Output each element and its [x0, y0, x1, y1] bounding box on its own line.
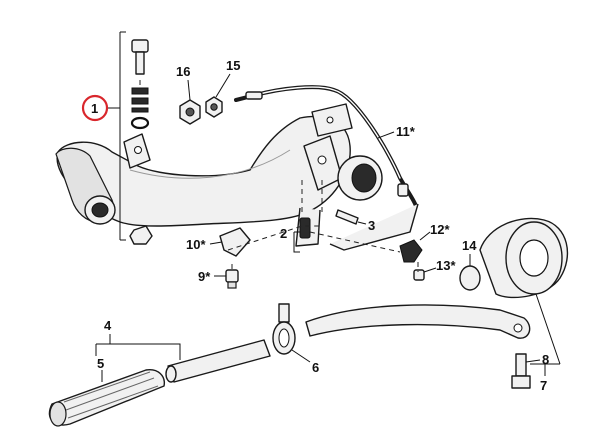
- bracket-socket: [337, 155, 383, 201]
- shift-lever-arm: [305, 304, 531, 339]
- callout-4-label: 4: [104, 318, 112, 333]
- part-13-screw: 13*: [413, 258, 456, 281]
- callout-10-label: 10*: [186, 237, 206, 252]
- part-11-cable: 11*: [234, 85, 418, 208]
- part-10-clip: 10*: [186, 227, 251, 257]
- callout-6-label: 6: [312, 360, 319, 375]
- part-9-screw: 9*: [198, 269, 239, 289]
- callout-13-label: 13*: [436, 258, 456, 273]
- callout-9-label: 9*: [198, 269, 211, 284]
- part-16-nut: 16: [176, 64, 201, 125]
- callout-16-label: 16: [176, 64, 190, 79]
- part-2-spring: 2: [280, 217, 311, 253]
- callout-1-label: 1: [91, 101, 98, 116]
- callout-8-label: 8: [542, 352, 549, 367]
- part-15-nut: 15: [205, 58, 240, 118]
- part-12-clamp: 12*: [329, 203, 450, 263]
- part-6-eyebolt: 6: [272, 303, 319, 375]
- assembly-lines: [139, 80, 419, 272]
- callout-5-label: 5: [97, 356, 104, 371]
- callout-2-label: 2: [280, 226, 287, 241]
- callout-14-label: 14: [462, 238, 477, 253]
- part-14-knob: 14: [459, 238, 481, 291]
- part-3-pin: 3: [335, 209, 375, 233]
- callout-15-label: 15: [226, 58, 240, 73]
- part-8-bolt: 8: [511, 352, 549, 389]
- callout-12-label: 12*: [430, 222, 450, 237]
- part-1-hardware: [107, 31, 153, 245]
- callout-11-label: 11*: [396, 124, 416, 139]
- part-7-collar: 7: [479, 217, 569, 393]
- callout-7-label: 7: [540, 378, 547, 393]
- callout-1: 1: [81, 94, 109, 122]
- part-4-rod: 4: [96, 318, 271, 383]
- part-5-grip: 5: [48, 344, 165, 427]
- callout-3-label: 3: [368, 218, 375, 233]
- callout-1-highlight: [81, 94, 109, 122]
